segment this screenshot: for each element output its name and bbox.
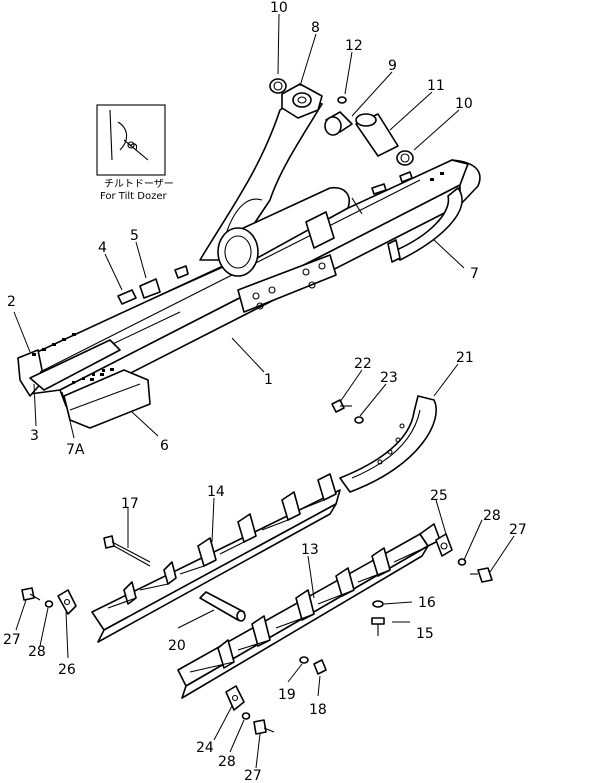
callout-11: 11	[427, 78, 445, 94]
callout-23: 23	[380, 370, 398, 386]
hardware-bottom	[225, 656, 327, 735]
callout-7: 7	[470, 266, 479, 282]
tilt-dozer-inset: チルトドーザー For Tilt Dozer	[96, 104, 174, 202]
callout-17: 17	[121, 496, 139, 512]
hardware-left	[21, 587, 77, 615]
callout-25: 25	[430, 488, 448, 504]
callout-3: 3	[30, 428, 39, 444]
callout-28-right: 28	[483, 508, 501, 524]
bar-20	[199, 591, 246, 622]
callout-12: 12	[345, 38, 363, 54]
callout-7a: 7A	[66, 442, 85, 458]
track-frame	[17, 159, 481, 407]
callout-10-right: 10	[455, 96, 473, 112]
callout-5: 5	[130, 228, 139, 244]
callout-28-bottom: 28	[218, 754, 236, 770]
callout-27-bottom: 27	[244, 768, 262, 783]
callout-24: 24	[196, 740, 214, 756]
callout-13: 13	[301, 542, 319, 558]
bolt-17	[103, 535, 151, 567]
guard-21	[331, 395, 437, 493]
callout-21: 21	[456, 350, 474, 366]
rail-guard-14	[91, 473, 341, 643]
pivot-arm	[199, 83, 363, 277]
callout-14: 14	[207, 484, 225, 500]
callout-15: 15	[416, 626, 434, 642]
leader-lines	[13, 13, 515, 769]
callout-2: 2	[7, 294, 16, 310]
rail-guard-13	[177, 523, 441, 699]
front-guard-7	[387, 187, 463, 263]
callout-16: 16	[418, 595, 436, 611]
callout-9: 9	[388, 58, 397, 74]
callout-19: 19	[278, 687, 296, 703]
callout-20: 20	[168, 638, 186, 654]
callout-10-top: 10	[270, 0, 288, 16]
callout-8: 8	[311, 20, 320, 36]
inset-caption-jp: チルトドーザー	[104, 178, 174, 190]
hardware-right	[371, 533, 493, 636]
callout-28-left: 28	[28, 644, 46, 660]
callout-27-left: 27	[3, 632, 21, 648]
callout-4: 4	[98, 240, 107, 256]
pin-parts	[269, 78, 414, 166]
callout-26: 26	[58, 662, 76, 678]
callouts: 1 2 3 4 5 6 7 7A 8 9 10 10 11 12 13 14 1…	[3, 0, 527, 783]
inset-caption-en: For Tilt Dozer	[100, 191, 167, 202]
frame-bolt-holes	[32, 172, 444, 381]
guard-7a	[29, 339, 121, 391]
callout-27-right: 27	[509, 522, 527, 538]
callout-18: 18	[309, 702, 327, 718]
callout-22: 22	[354, 356, 372, 372]
callout-6: 6	[160, 438, 169, 454]
callout-1: 1	[264, 372, 273, 388]
